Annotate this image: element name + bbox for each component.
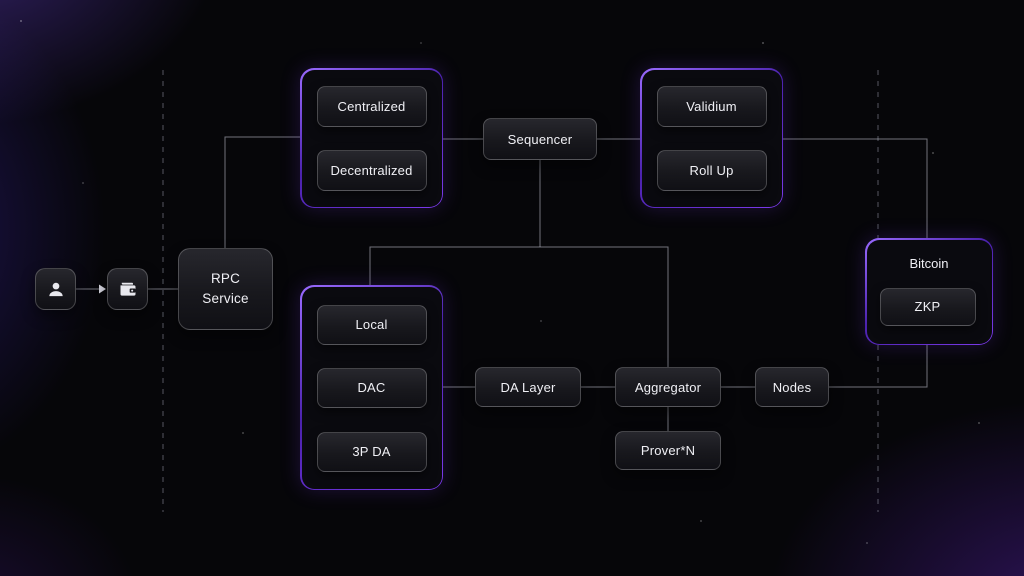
da-options-group: Local DAC 3P DA bbox=[300, 285, 443, 490]
bitcoin-group-label: Bitcoin bbox=[909, 255, 949, 271]
node-rollup: Roll Up bbox=[656, 149, 767, 191]
node-validium: Validium bbox=[656, 85, 767, 127]
node-centralized: Centralized bbox=[316, 85, 427, 127]
node-da-layer: DA Layer bbox=[475, 367, 581, 407]
node-nodes: Nodes bbox=[755, 367, 829, 407]
node-decentralized-label: Decentralized bbox=[330, 162, 413, 178]
node-validium-label: Validium bbox=[686, 98, 737, 114]
node-sequencer-label: Sequencer bbox=[507, 131, 573, 147]
wire-nodes-to-bitcoin bbox=[829, 342, 928, 388]
wire-rpc-to-sequencer-type-group bbox=[224, 136, 300, 248]
da-options-group-inner: Local DAC 3P DA bbox=[301, 286, 442, 489]
node-rollup-label: Roll Up bbox=[689, 162, 734, 178]
bitcoin-group-inner: Bitcoin ZKP bbox=[866, 239, 992, 344]
user-icon bbox=[48, 282, 63, 297]
node-dac: DAC bbox=[316, 367, 427, 408]
node-rpc-service: RPC Service bbox=[178, 248, 273, 330]
node-rpc-service-label: RPC Service bbox=[202, 271, 249, 306]
wallet-node bbox=[107, 268, 148, 310]
node-prover: Prover*N bbox=[615, 431, 721, 470]
background-stars bbox=[20, 20, 22, 22]
node-zkp-label: ZKP bbox=[914, 299, 941, 314]
node-sequencer: Sequencer bbox=[483, 118, 597, 160]
node-dac-label: DAC bbox=[357, 380, 386, 395]
arrowhead-user-to-wallet bbox=[99, 284, 106, 294]
node-local: Local bbox=[316, 304, 427, 345]
wire-proof-group-to-bitcoin bbox=[780, 138, 928, 238]
node-3p-da-label: 3P DA bbox=[352, 444, 391, 459]
wallet-icon bbox=[120, 282, 135, 296]
node-da-layer-label: DA Layer bbox=[500, 379, 556, 395]
node-centralized-label: Centralized bbox=[337, 98, 406, 114]
node-local-label: Local bbox=[355, 317, 388, 332]
bitcoin-group: Bitcoin ZKP bbox=[865, 238, 993, 345]
node-prover-label: Prover*N bbox=[640, 443, 696, 458]
user-node bbox=[35, 268, 76, 310]
node-zkp: ZKP bbox=[879, 287, 976, 326]
proof-mode-group-inner: Validium Roll Up bbox=[641, 69, 782, 207]
sequencer-type-group-inner: Centralized Decentralized bbox=[301, 69, 442, 207]
node-aggregator: Aggregator bbox=[615, 367, 721, 407]
node-3p-da: 3P DA bbox=[316, 431, 427, 472]
node-nodes-label: Nodes bbox=[772, 379, 812, 395]
node-decentralized: Decentralized bbox=[316, 149, 427, 191]
node-aggregator-label: Aggregator bbox=[634, 379, 702, 395]
sequencer-type-group: Centralized Decentralized bbox=[300, 68, 443, 208]
proof-mode-group: Validium Roll Up bbox=[640, 68, 783, 208]
